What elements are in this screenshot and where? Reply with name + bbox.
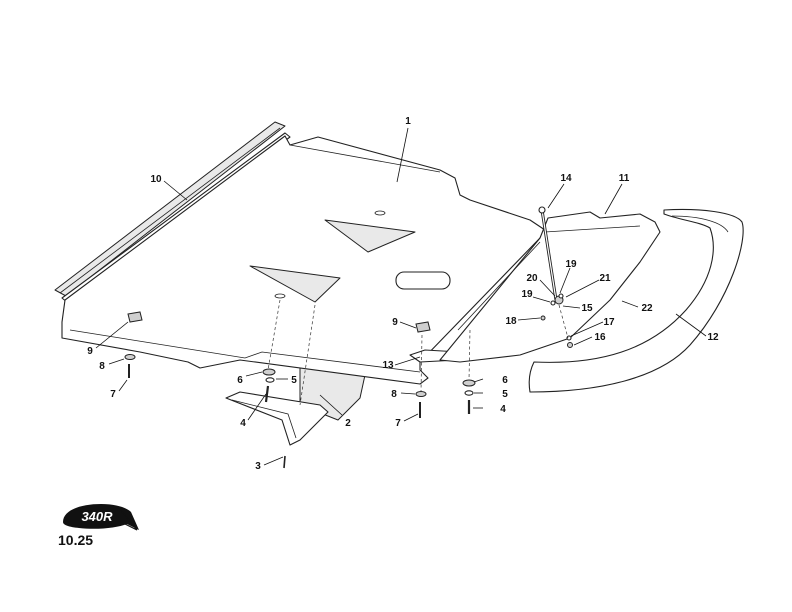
callout-21: 21 bbox=[599, 273, 611, 284]
callout-16: 16 bbox=[594, 332, 606, 343]
callout-2: 2 bbox=[345, 418, 351, 429]
callout-9-left: 9 bbox=[87, 346, 93, 357]
callout-13: 13 bbox=[382, 360, 394, 371]
callout-4-left: 4 bbox=[240, 418, 246, 429]
part-12-rear-spoiler bbox=[528, 208, 744, 393]
logo-emblem-icon: 340R bbox=[63, 504, 139, 531]
assembly-guide-lines bbox=[267, 299, 569, 406]
callout-12: 12 bbox=[707, 332, 719, 343]
logo-text: 340R bbox=[81, 509, 113, 524]
callout-9-right: 9 bbox=[392, 317, 398, 328]
callout-8-right: 8 bbox=[391, 389, 397, 400]
callout-18: 18 bbox=[505, 316, 517, 327]
callout-6-right: 6 bbox=[502, 375, 508, 386]
part-11-rear-diffuser bbox=[439, 211, 661, 363]
callout-3: 3 bbox=[255, 461, 261, 472]
leader-lines bbox=[95, 127, 707, 466]
callout-4-right: 4 bbox=[500, 404, 506, 415]
callout-14: 14 bbox=[560, 173, 572, 184]
callout-7-left: 7 bbox=[110, 389, 116, 400]
callout-7-right: 7 bbox=[395, 418, 401, 429]
callout-20: 20 bbox=[526, 273, 538, 284]
callout-17: 17 bbox=[603, 317, 615, 328]
callout-22: 22 bbox=[641, 303, 653, 314]
callout-labels: 1 2 3 4 4 5 5 6 6 7 7 8 8 9 9 10 11 12 1… bbox=[87, 116, 719, 472]
callout-5-right: 5 bbox=[502, 389, 508, 400]
callout-5-left: 5 bbox=[291, 375, 297, 386]
part-2-lower-duct bbox=[225, 361, 366, 446]
model-logo: 340R bbox=[57, 500, 141, 532]
callout-6-left: 6 bbox=[237, 375, 243, 386]
callout-10: 10 bbox=[150, 174, 162, 185]
callout-15: 15 bbox=[581, 303, 593, 314]
page-reference-number: 10.25 bbox=[58, 532, 94, 548]
callout-1: 1 bbox=[405, 116, 411, 127]
callout-19-left: 19 bbox=[521, 289, 533, 300]
callout-11: 11 bbox=[619, 173, 630, 184]
callout-8-left: 8 bbox=[99, 361, 105, 372]
callout-19-top: 19 bbox=[565, 259, 577, 270]
